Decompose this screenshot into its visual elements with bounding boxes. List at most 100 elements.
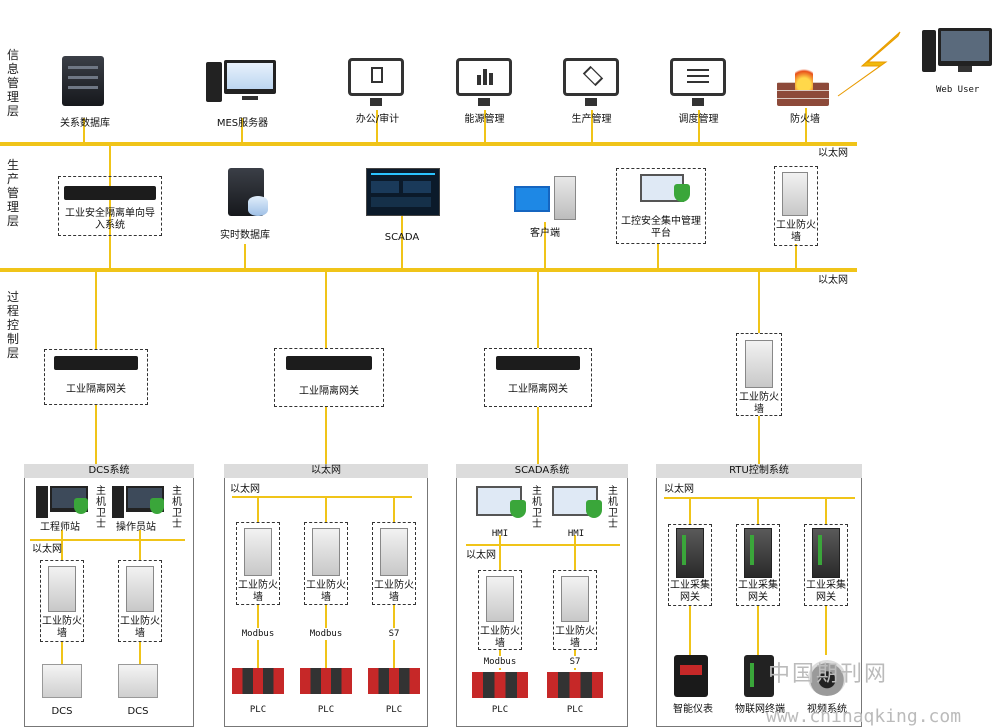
server-icon (62, 56, 104, 106)
gateway-appliance-icon (496, 356, 580, 370)
process-layer-label: 过程控制层 (6, 290, 19, 360)
shield-icon (586, 500, 602, 518)
monitor-stand (958, 66, 972, 72)
plc-fw-1-label: 工业防火墙 (238, 580, 278, 603)
production-label: 生产管理 (571, 114, 612, 125)
industrial-firewall-icon (244, 528, 272, 576)
plc-device-icon (300, 668, 352, 694)
dcs-label-1: DCS (51, 706, 73, 717)
industrial-firewall-icon (745, 340, 773, 388)
monitor-stand (478, 98, 490, 106)
scada-screen-icon (366, 168, 440, 216)
iot-terminal-icon (744, 655, 774, 697)
plc-proto-3: S7 (372, 628, 416, 640)
gateway-appliance-icon (54, 356, 138, 370)
ethernet-label-mid: 以太网 (818, 275, 848, 286)
hmi-2-label: HMI (567, 529, 585, 539)
monitor-stand (242, 96, 258, 100)
rtu-gw-3-label: 工业采集网关 (806, 580, 846, 603)
web-user-label: Web User (936, 85, 980, 95)
dcs-ethernet-label: 以太网 (32, 544, 62, 555)
video-label: 视频系统 (807, 704, 847, 715)
gateway-1-box (44, 349, 148, 405)
lightning-icon (837, 31, 901, 97)
industrial-firewall-icon (561, 576, 589, 622)
collection-gateway-icon (744, 528, 772, 578)
dcs-fw-1-box (40, 560, 84, 642)
plc-system-title: 以太网 (224, 464, 428, 478)
meter-label: 智能仪表 (673, 704, 713, 715)
op-station-label: 操作员站 (116, 522, 156, 533)
pc-tower-icon (112, 486, 124, 518)
collection-gateway-icon (676, 528, 704, 578)
eng-station-label: 工程师站 (40, 522, 80, 533)
dcs-cabinet-icon (42, 664, 82, 698)
plc-ethernet-label: 以太网 (230, 484, 260, 495)
plc-device-icon (232, 668, 284, 694)
plc-device-icon (472, 672, 528, 698)
plc-proto-2: Modbus (304, 628, 348, 640)
shield-icon (150, 498, 164, 514)
shield-icon (74, 498, 88, 514)
plc-device-icon (368, 668, 420, 694)
industrial-firewall-icon (782, 172, 808, 216)
scada-label: SCADA (384, 232, 420, 243)
monitor-stand (585, 98, 597, 106)
layers-monitor-icon (563, 58, 619, 96)
ethernet-label-top: 以太网 (818, 148, 848, 159)
energy-label: 能源管理 (464, 114, 505, 125)
pc-tower-icon (206, 62, 222, 102)
fire-icon (795, 64, 813, 90)
document-monitor-icon (348, 58, 404, 96)
info-layer-label: 信息管理层 (6, 48, 19, 118)
gateway-appliance-icon (286, 356, 372, 370)
rtu-ethernet-label: 以太网 (664, 484, 694, 495)
web-user-monitor-icon (938, 28, 992, 66)
plc-fw-2-box (304, 522, 348, 605)
scada-fw-1-box (478, 570, 522, 650)
isolation-import-box (58, 176, 162, 236)
security-platform-label: 工控安全集中管理平台 (621, 216, 701, 239)
industrial-firewall-box (774, 166, 818, 246)
scada-fw-2-box (553, 570, 597, 650)
plc-proto-1: Modbus (236, 628, 280, 640)
office-audit-label: 办公/审计 (355, 114, 400, 125)
scada-plc-label-2: PLC (566, 705, 584, 715)
dcs-fw-1-label: 工业防火墙 (42, 616, 82, 639)
scada-ethernet-label: 以太网 (466, 550, 496, 561)
smart-meter-icon (674, 655, 708, 697)
collection-gateway-icon (812, 528, 840, 578)
firewall-4-label: 工业防火墙 (739, 392, 779, 415)
dcs-cabinet-icon (118, 664, 158, 698)
gateway-1-label: 工业隔离网关 (66, 384, 126, 395)
rtu-gw-3-box (804, 524, 848, 606)
rtu-gw-1-label: 工业采集网关 (670, 580, 710, 603)
plc-label-2: PLC (317, 705, 335, 715)
shield-icon (510, 500, 526, 518)
isolation-appliance-icon (64, 186, 156, 200)
plc-label-1: PLC (249, 705, 267, 715)
isolation-import-label: 工业安全隔离单向导入系统 (65, 208, 155, 231)
production-layer-label: 生产管理层 (6, 158, 19, 228)
plc-device-icon (547, 672, 603, 698)
relational-db-label: 关系数据库 (60, 118, 110, 129)
scada-fw-2-label: 工业防火墙 (555, 626, 595, 649)
plc-fw-1-box (236, 522, 280, 605)
video-camera-icon (808, 660, 846, 696)
gateway-3-label: 工业隔离网关 (508, 384, 568, 395)
hmi-2-host-guard-label: 主机卫士 (608, 486, 618, 530)
security-platform-box (616, 168, 706, 244)
gateway-2-box (274, 348, 384, 407)
rtu-gw-2-label: 工业采集网关 (738, 580, 778, 603)
plc-fw-3-label: 工业防火墙 (374, 580, 414, 603)
mes-server-label: MES服务器 (216, 118, 269, 129)
industrial-firewall-icon (380, 528, 408, 576)
pc-tower-icon (922, 30, 936, 72)
scada-system-title: SCADA系统 (456, 464, 628, 478)
watermark-cn: 中国期刊网 (768, 662, 889, 687)
bar-chart-monitor-icon (456, 58, 512, 96)
industrial-firewall-icon (48, 566, 76, 612)
scada-proto-1: Modbus (478, 656, 522, 668)
